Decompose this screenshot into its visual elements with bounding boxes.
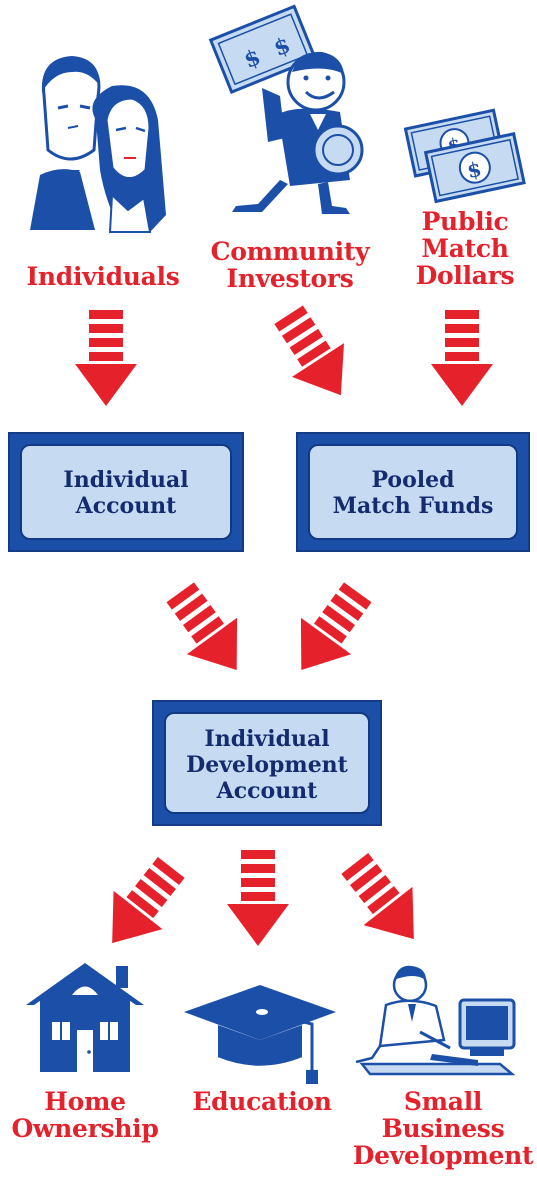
ida-box: Individual Development Account (152, 700, 382, 826)
arrow-investors-to-pooled (262, 297, 367, 413)
arrow-ida-to-home (87, 848, 196, 963)
individual-account-box: Individual Account (8, 432, 244, 552)
arrow-pooled-to-ida (276, 574, 383, 689)
arrow-ida-to-education (227, 850, 289, 946)
investor-with-money-icon: $ $ (208, 4, 364, 214)
dollar-bills-icon: $ $ (403, 108, 526, 204)
certificate-frame (164, 712, 370, 814)
pooled-match-funds-box: Pooled Match Funds (296, 432, 530, 552)
individual-account-text: Individual Account (63, 467, 189, 519)
couple-icon (30, 56, 166, 233)
ida-text: Individual Development Account (186, 726, 348, 804)
label-public-match-dollars: Public Match Dollars (415, 207, 515, 290)
arrow-ida-to-business (330, 844, 439, 959)
pooled-match-funds-text: Pooled Match Funds (332, 467, 494, 519)
label-home-ownership: Home Ownership (11, 1087, 159, 1143)
label-individuals: Individuals (26, 262, 180, 291)
label-small-business-development: Small Business Development (352, 1087, 534, 1170)
businessman-computer-icon (355, 965, 516, 1076)
arrow-public-to-pooled (431, 310, 493, 406)
certificate-frame (20, 444, 232, 540)
label-community-investors: Community Investors (210, 237, 370, 293)
arrow-account-to-ida (155, 574, 262, 689)
graduation-cap-icon (184, 985, 336, 1084)
arrow-individuals-to-account (75, 310, 137, 406)
certificate-frame (308, 444, 518, 540)
label-education: Education (192, 1087, 332, 1116)
svg-text:$: $ (465, 157, 484, 183)
house-icon (26, 963, 144, 1072)
